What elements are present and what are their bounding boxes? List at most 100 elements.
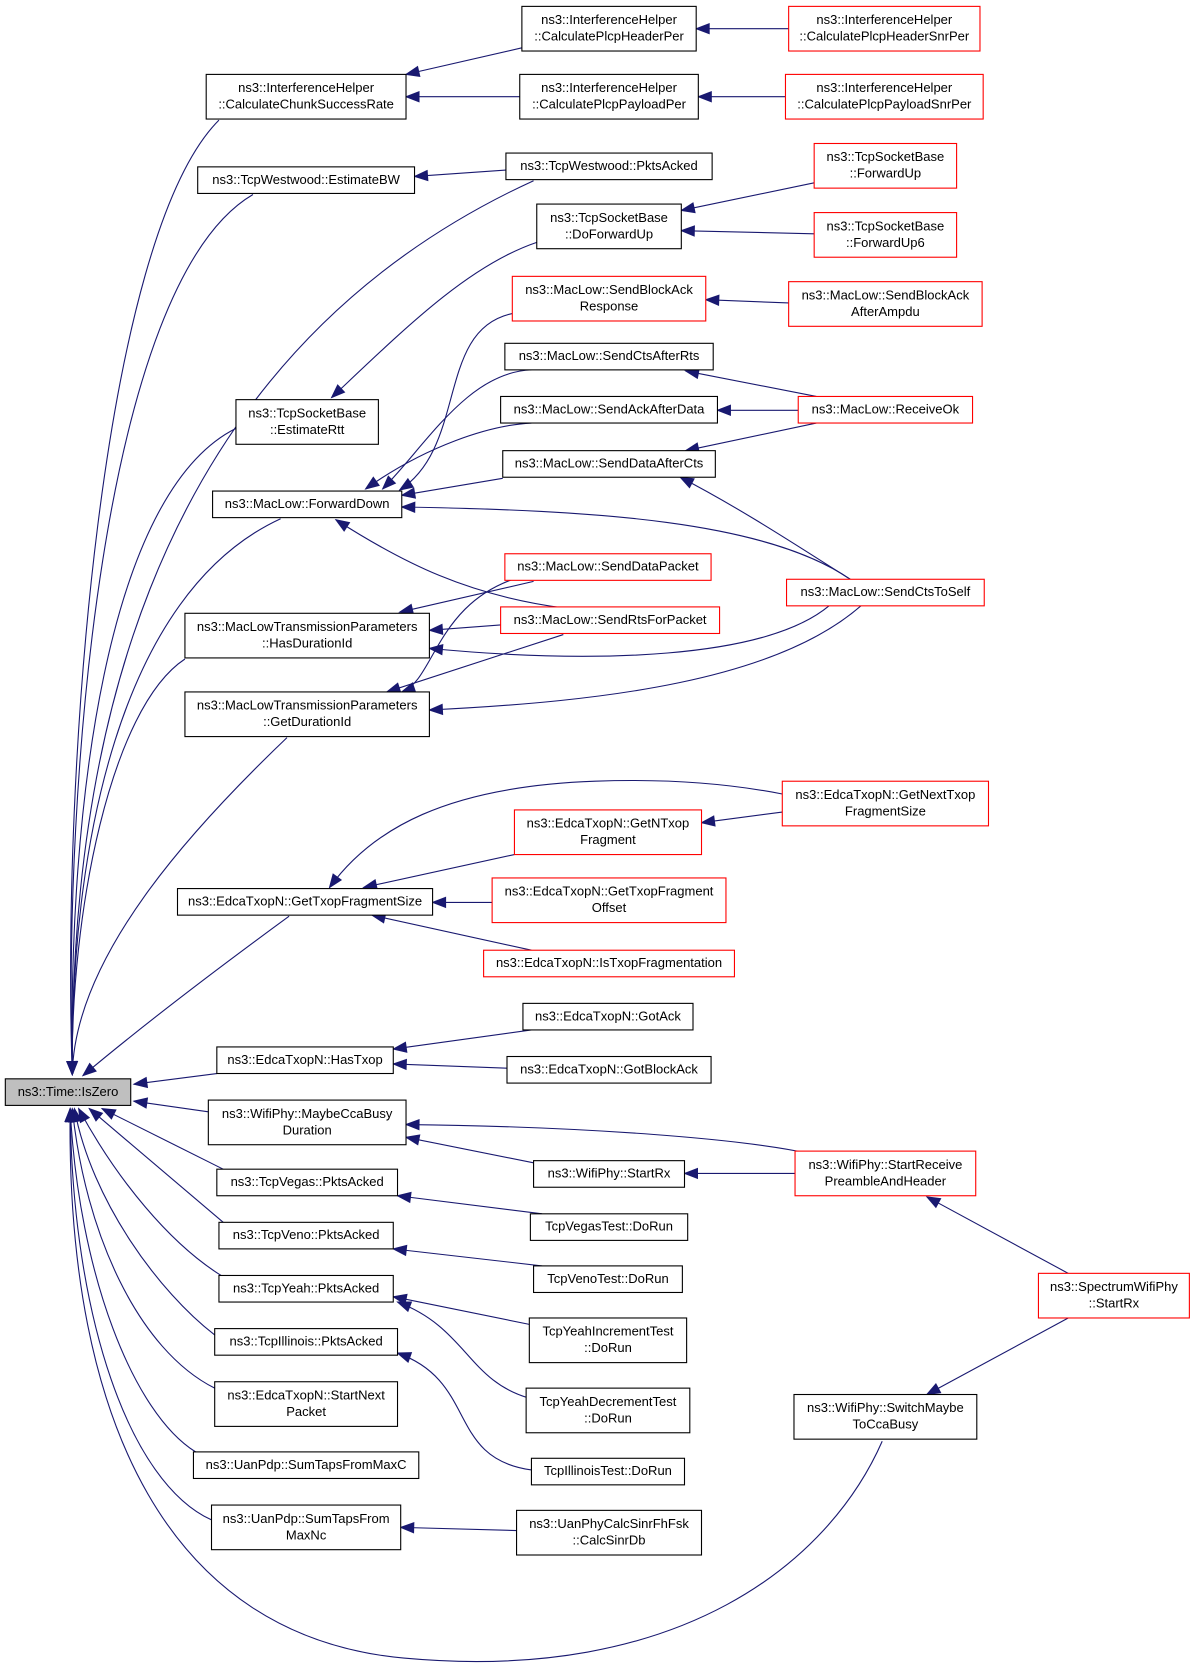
node-tsber[interactable]: ns3::TcpSocketBase::EstimateRtt <box>235 399 379 445</box>
node-mlsdp[interactable]: ns3::MacLow::SendDataPacket <box>504 553 712 581</box>
node-mltphdi[interactable]: ns3::MacLowTransmissionParameters::HasDu… <box>184 612 430 659</box>
node-cppp[interactable]: ns3::InterferenceHelper::CalculatePlcpPa… <box>519 73 699 120</box>
node-tsbdfu[interactable]: ns3::TcpSocketBase::DoForwardUp <box>536 203 682 250</box>
node-tyhpa[interactable]: ns3::TcpYeah::PktsAcked <box>218 1274 394 1303</box>
node-label: ns3::Time::IsZero <box>18 1084 119 1099</box>
node-mlsdac[interactable]: ns3::MacLow::SendDataAfterCts <box>502 450 716 478</box>
node-ccsr[interactable]: ns3::InterferenceHelper::CalculateChunkS… <box>205 73 407 120</box>
node-twpa[interactable]: ns3::TcpWestwood::PktsAcked <box>505 152 713 181</box>
edge-line <box>371 914 532 951</box>
edge-root-tvgpa <box>100 1107 224 1170</box>
node-etgba[interactable]: ns3::EdcaTxopN::GotBlockAck <box>506 1055 712 1084</box>
node-etitf[interactable]: ns3::EdcaTxopN::IsTxopFragmentation <box>483 949 735 978</box>
arrowhead-icon <box>925 1383 942 1396</box>
node-label: Packet <box>286 1404 326 1419</box>
edge-line <box>926 1196 1069 1274</box>
node-label: Response <box>580 299 639 314</box>
arrowhead-icon <box>428 703 444 716</box>
node-label: PreambleAndHeader <box>825 1173 947 1188</box>
edge-tvgpa-tvgtdr <box>396 1191 543 1215</box>
node-box <box>528 1317 688 1364</box>
node-wpsrph[interactable]: ns3::WifiPhy::StartReceivePreambleAndHea… <box>794 1150 977 1197</box>
node-box <box>210 1504 402 1551</box>
node-cphsp[interactable]: ns3::InterferenceHelper::CalculatePlcpHe… <box>788 5 981 52</box>
node-box <box>176 888 434 916</box>
node-cphp[interactable]: ns3::InterferenceHelper::CalculatePlcpHe… <box>521 5 697 52</box>
edge-line <box>78 1108 222 1276</box>
node-box <box>184 691 430 738</box>
arrowhead-icon <box>400 501 416 513</box>
edge-root-etgtfs <box>81 915 290 1077</box>
node-mlscts[interactable]: ns3::MacLow::SendCtsToSelf <box>785 578 985 607</box>
node-tsbfu6[interactable]: ns3::TcpSocketBase::ForwardUp6 <box>813 212 958 258</box>
node-tilpa[interactable]: ns3::TcpIllinois::PktsAcked <box>214 1328 399 1356</box>
node-twebw[interactable]: ns3::TcpWestwood::EstimateBW <box>197 166 416 194</box>
node-tyitdr[interactable]: TcpYeahIncrementTest::DoRun <box>528 1317 688 1364</box>
node-tvnpa[interactable]: ns3::TcpVeno::PktsAcked <box>218 1221 394 1250</box>
node-mlsrfp[interactable]: ns3::MacLow::SendRtsForPacket <box>500 606 721 635</box>
node-tsbfu[interactable]: ns3::TcpSocketBase::ForwardUp <box>813 142 958 189</box>
node-label: ns3::MacLow::ForwardDown <box>225 496 390 511</box>
arrowhead-icon <box>64 1107 76 1123</box>
node-label: ns3::TcpSocketBase <box>826 218 944 233</box>
node-tiltdr[interactable]: TcpIllinoisTest::DoRun <box>530 1457 686 1486</box>
node-swpsr[interactable]: ns3::SpectrumWifiPhy::StartRx <box>1037 1272 1190 1319</box>
edge-root-etht <box>132 1072 217 1089</box>
node-box <box>483 949 735 978</box>
node-label: ns3::EdcaTxopN::GetTxopFragment <box>505 884 714 899</box>
node-etgtfs[interactable]: ns3::EdcaTxopN::GetTxopFragmentSize <box>176 888 434 916</box>
arrowhead-icon <box>391 1244 408 1257</box>
edge-root-mltpgdi <box>66 737 288 1076</box>
edge-line <box>926 1317 1069 1395</box>
edge-line <box>681 230 815 235</box>
edge-mlfd-mlsaad <box>364 422 532 490</box>
arrowhead-icon <box>398 477 415 491</box>
node-wpsr[interactable]: ns3::WifiPhy::StartRx <box>533 1160 686 1188</box>
node-label: Fragment <box>580 832 636 847</box>
node-label: ns3::InterferenceHelper <box>816 12 953 27</box>
edge-mltpgdi-mlscts <box>428 605 862 716</box>
edge-cppp-cppsp <box>696 90 786 103</box>
node-label: ns3::UanPdp::SumTapsFromMaxC <box>206 1457 407 1472</box>
node-tydtdr[interactable]: TcpYeahDecrementTest::DoRun <box>525 1387 691 1434</box>
arrowhead-icon <box>694 22 710 35</box>
node-mltpgdi[interactable]: ns3::MacLowTransmissionParameters::GetDu… <box>184 691 430 738</box>
edge-root-tvnpa <box>88 1107 224 1223</box>
edge-line <box>71 658 186 1075</box>
node-upcsfcs[interactable]: ns3::UanPhyCalcSinrFhFsk::CalcSinrDb <box>516 1509 703 1556</box>
node-tvgtdr[interactable]: TcpVegasTest::DoRun <box>529 1213 689 1241</box>
node-label: ns3::MacLow::SendRtsForPacket <box>514 612 707 627</box>
node-label: ::CalcSinrDb <box>573 1533 646 1548</box>
node-mlsaad[interactable]: ns3::MacLow::SendAckAfterData <box>500 395 718 424</box>
node-label: ns3::MacLow::SendDataAfterCts <box>515 456 704 471</box>
node-upstfmc[interactable]: ns3::UanPdp::SumTapsFromMaxC <box>192 1451 420 1480</box>
edge-line <box>399 580 534 613</box>
edge-line <box>71 518 281 1075</box>
edge-cphp-cphsp <box>694 22 789 35</box>
node-etht[interactable]: ns3::EdcaTxopN::HasTxop <box>216 1046 394 1075</box>
node-mlro[interactable]: ns3::MacLow::ReceiveOk <box>797 395 974 424</box>
edge-line <box>73 1108 216 1336</box>
edge-line <box>393 1063 508 1069</box>
node-etga[interactable]: ns3::EdcaTxopN::GotAck <box>522 1002 694 1031</box>
node-root[interactable]: ns3::Time::IsZero <box>4 1078 132 1106</box>
edge-tyhpa-tydtdr <box>396 1301 532 1400</box>
arrowhead-icon <box>391 1058 407 1071</box>
node-tvntdr[interactable]: TcpVenoTest::DoRun <box>533 1265 683 1294</box>
edge-line <box>399 313 513 491</box>
node-mlfd[interactable]: ns3::MacLow::ForwardDown <box>212 490 403 519</box>
node-box <box>505 152 713 181</box>
node-tvgpa[interactable]: ns3::TcpVegas::PktsAcked <box>216 1168 399 1197</box>
node-mlscar[interactable]: ns3::MacLow::SendCtsAfterRts <box>504 342 714 371</box>
node-cppsp[interactable]: ns3::InterferenceHelper::CalculatePlcpPa… <box>784 73 984 120</box>
edge-mlfd-mlscts <box>400 501 851 580</box>
